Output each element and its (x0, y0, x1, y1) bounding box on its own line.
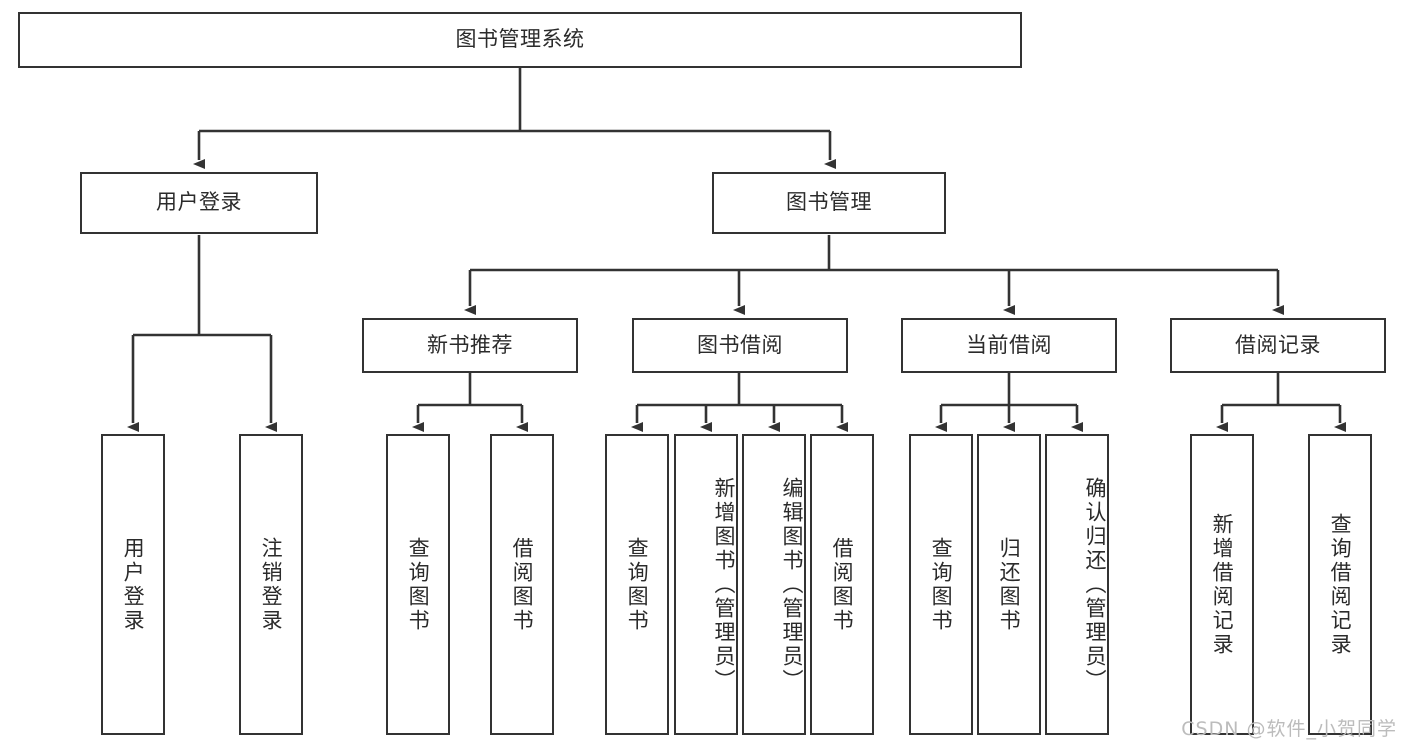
node-current-borrow-label: 当前借阅 (966, 332, 1052, 357)
node-leaf-add-record-label: 新增借阅记录 (1210, 512, 1235, 657)
node-leaf-add-record[interactable]: 新增借阅记录 (1190, 434, 1254, 735)
node-user-login-label: 用户登录 (156, 190, 242, 215)
node-current-borrow[interactable]: 当前借阅 (901, 318, 1117, 373)
node-leaf-confirm-return[interactable]: 确认归还（管理员） (1045, 434, 1109, 735)
node-leaf-query-book-3[interactable]: 查询图书 (909, 434, 973, 735)
node-leaf-user-login[interactable]: 用户登录 (101, 434, 165, 735)
node-root[interactable]: 图书管理系统 (18, 12, 1022, 68)
node-leaf-borrow-book-1-label: 借阅图书 (510, 536, 535, 633)
node-leaf-logout-login-label: 注销登录 (259, 536, 284, 633)
node-leaf-query-book-1-label: 查询图书 (406, 536, 431, 633)
node-leaf-query-book-1[interactable]: 查询图书 (386, 434, 450, 735)
node-book-manage-label: 图书管理 (786, 190, 872, 215)
node-book-manage[interactable]: 图书管理 (712, 172, 946, 234)
node-leaf-query-book-3-label: 查询图书 (929, 536, 954, 633)
node-new-book-rec-label: 新书推荐 (427, 332, 513, 357)
node-leaf-edit-book[interactable]: 编辑图书（管理员） (742, 434, 806, 735)
node-leaf-return-book-label: 归还图书 (997, 536, 1022, 633)
node-borrow-record[interactable]: 借阅记录 (1170, 318, 1386, 373)
node-leaf-borrow-book-1[interactable]: 借阅图书 (490, 434, 554, 735)
node-leaf-query-book-2-label: 查询图书 (625, 536, 650, 633)
node-leaf-edit-book-label: 编辑图书（管理员） (780, 476, 804, 693)
node-book-borrow[interactable]: 图书借阅 (632, 318, 848, 373)
node-leaf-return-book[interactable]: 归还图书 (977, 434, 1041, 735)
node-leaf-query-record-label: 查询借阅记录 (1328, 512, 1353, 657)
node-book-borrow-label: 图书借阅 (697, 332, 783, 357)
node-new-book-rec[interactable]: 新书推荐 (362, 318, 578, 373)
node-leaf-borrow-book-2-label: 借阅图书 (830, 536, 855, 633)
node-user-login[interactable]: 用户登录 (80, 172, 318, 234)
node-leaf-add-book[interactable]: 新增图书（管理员） (674, 434, 738, 735)
node-leaf-user-login-label: 用户登录 (121, 536, 146, 633)
node-leaf-query-record[interactable]: 查询借阅记录 (1308, 434, 1372, 735)
node-leaf-query-book-2[interactable]: 查询图书 (605, 434, 669, 735)
node-leaf-add-book-label: 新增图书（管理员） (712, 476, 736, 693)
node-borrow-record-label: 借阅记录 (1235, 332, 1321, 357)
node-root-label: 图书管理系统 (455, 27, 585, 52)
node-leaf-confirm-return-label: 确认归还（管理员） (1083, 476, 1107, 693)
node-leaf-borrow-book-2[interactable]: 借阅图书 (810, 434, 874, 735)
node-leaf-logout-login[interactable]: 注销登录 (239, 434, 303, 735)
